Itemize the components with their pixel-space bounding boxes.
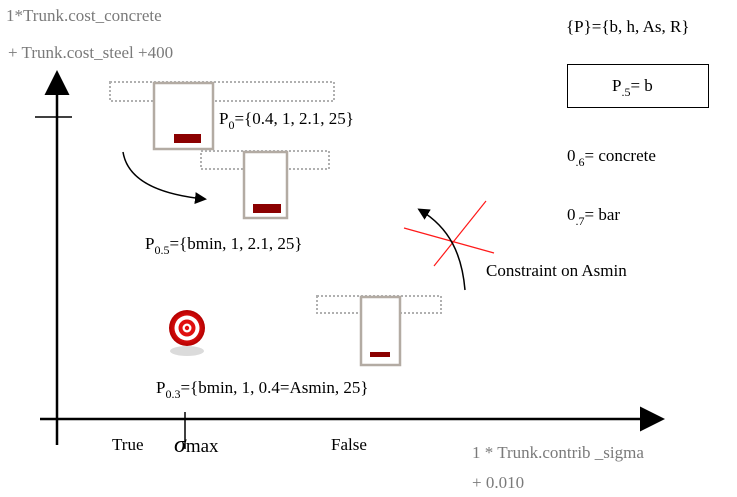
o7-name: 0 (567, 205, 576, 224)
section-p0-flange (109, 81, 335, 102)
y-axis-label-line1: 1*Trunk.cost_concrete (6, 6, 162, 25)
point-p0-label: P0={0.4, 1, 2.1, 25} (219, 109, 354, 132)
x-axis (40, 406, 665, 449)
x-axis-label-line2: + 0.010 (472, 473, 525, 492)
section-p03-steel-bar (370, 352, 390, 357)
p5-name: P (612, 76, 622, 95)
p5-value: = b (630, 76, 653, 95)
p5-definition: P.5= b (612, 76, 653, 99)
o7-sub: .7 (575, 214, 585, 228)
p0-sub: 0 (228, 118, 235, 132)
target-icon (169, 310, 205, 356)
o6-definition: 0.6= concrete (567, 146, 656, 169)
constraint-label: Constraint on Asmin (486, 261, 627, 280)
transition-arrow (122, 151, 207, 205)
section-p03 (316, 295, 442, 367)
point-p05-label: P0.5={bmin, 1, 2.1, 25} (145, 234, 303, 257)
section-p0-steel-bar (174, 134, 201, 143)
x-axis-label-line1: 1 * Trunk.contrib _sigma (472, 443, 644, 462)
y-axis-label-line2: + Trunk.cost_steel +400 (8, 43, 174, 62)
o7-value: = bar (584, 205, 621, 224)
p0-values: ={0.4, 1, 2.1, 25} (234, 109, 354, 128)
p05-name: P (145, 234, 155, 253)
p03-name: P (156, 378, 166, 397)
point-p03-label: P0.3={bmin, 1, 0.4=Asmin, 25} (156, 378, 369, 401)
p05-sub: 0.5 (154, 243, 170, 257)
x-tick-true: True (112, 435, 144, 454)
max-label: max (185, 436, 219, 457)
section-p0 (109, 81, 335, 151)
p03-values: ={bmin, 1, 0.4=Asmin, 25} (180, 378, 369, 397)
p05-values: ={bmin, 1, 2.1, 25} (169, 234, 303, 253)
x-tick-false: False (331, 435, 367, 454)
p5-box (567, 64, 709, 108)
p0-name: P (219, 109, 229, 128)
o6-sub: .6 (575, 155, 585, 169)
constraint-cross (403, 200, 495, 267)
o6-value: = concrete (584, 146, 656, 165)
o7-definition: 0.7= bar (567, 205, 621, 228)
x-tick-sigma-max: σmax (174, 432, 219, 459)
p03-sub: 0.3 (165, 387, 181, 401)
section-p05-steel-bar (253, 204, 281, 213)
parameter-set: {P}={b, h, As, R} (566, 17, 690, 36)
constraint-arrow (417, 208, 466, 291)
p5-sub: .5 (621, 85, 631, 99)
sigma-symbol: σ (174, 432, 186, 458)
o6-name: 0 (567, 146, 576, 165)
section-p05 (200, 150, 330, 220)
y-axis (35, 70, 72, 445)
